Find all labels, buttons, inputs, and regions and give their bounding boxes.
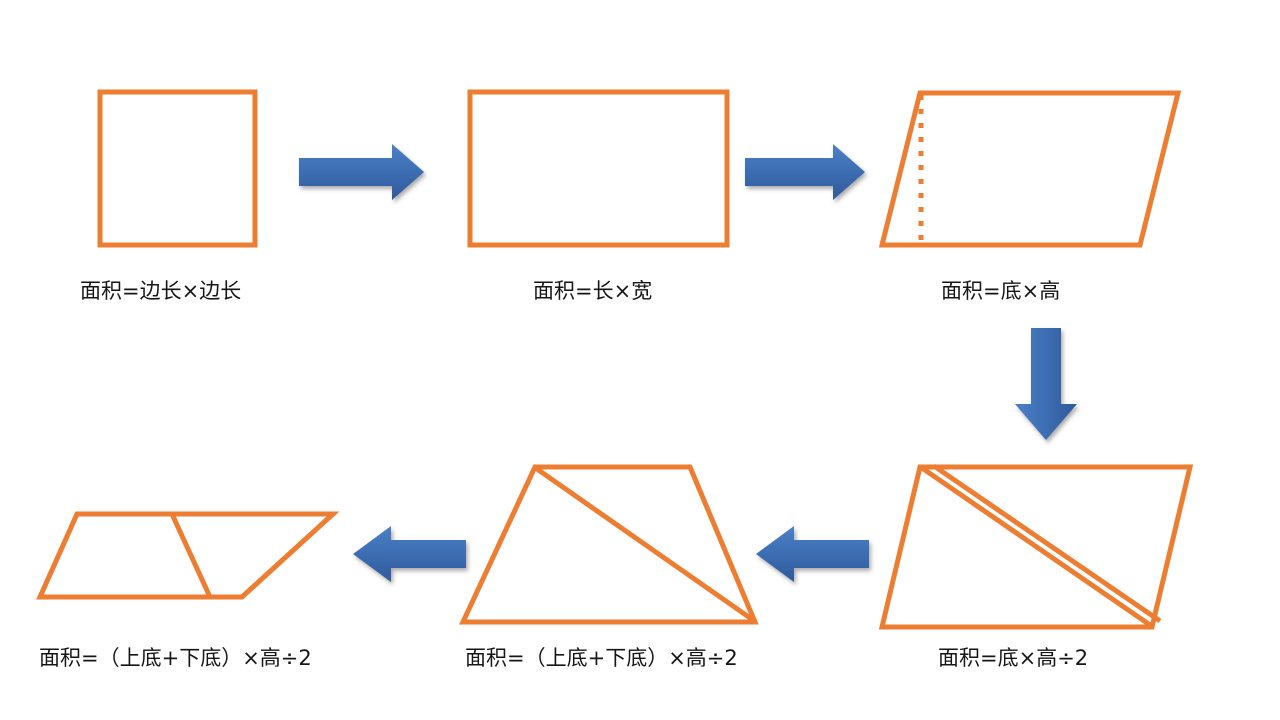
caption-split-parallelogram: 面积=底×高÷2 xyxy=(938,646,1089,670)
figure-two-trapezoids xyxy=(36,511,340,600)
caption-two-trapezoids: 面积=（上底+下底）×高÷2 xyxy=(39,646,312,670)
figure-rectangle xyxy=(467,89,730,248)
arrow-right-rectangle-to-parallelogram xyxy=(745,144,865,200)
arrow-left-trapezoid-to-twotrapezoids xyxy=(353,526,466,582)
two-trapezoids-outline xyxy=(36,511,340,600)
arrow-left-split-to-trapezoid xyxy=(756,526,869,582)
figure-square xyxy=(97,89,258,248)
figure-split-parallelogram xyxy=(878,463,1194,630)
split-parallelogram-diagonal-lower xyxy=(932,463,1162,624)
figure-parallelogram xyxy=(878,90,1182,248)
parallelogram-outline xyxy=(878,90,1182,248)
caption-square: 面积=边长×边长 xyxy=(80,279,242,303)
arrow-down-parallelogram-to-split xyxy=(1015,328,1077,440)
caption-trapezoid: 面积=（上底+下底）×高÷2 xyxy=(465,646,738,670)
arrow-left-icon xyxy=(756,526,869,582)
two-trapezoids-divider xyxy=(169,512,213,599)
split-parallelogram-diagonal-upper xyxy=(920,465,1152,628)
trapezoid-outline xyxy=(459,464,759,625)
arrow-down-icon xyxy=(1015,328,1077,440)
rectangle-outline xyxy=(467,89,730,248)
arrow-right-icon xyxy=(299,144,424,200)
arrow-right-icon xyxy=(745,144,865,200)
figure-trapezoid xyxy=(459,464,759,625)
caption-rectangle: 面积=长×宽 xyxy=(533,279,653,303)
caption-parallelogram: 面积=底×高 xyxy=(941,279,1061,303)
arrow-right-square-to-rectangle xyxy=(299,144,424,200)
split-parallelogram-outline xyxy=(878,464,1194,630)
square-outline xyxy=(97,89,258,248)
arrow-left-icon xyxy=(353,526,466,582)
trapezoid-diagonal xyxy=(535,466,755,623)
